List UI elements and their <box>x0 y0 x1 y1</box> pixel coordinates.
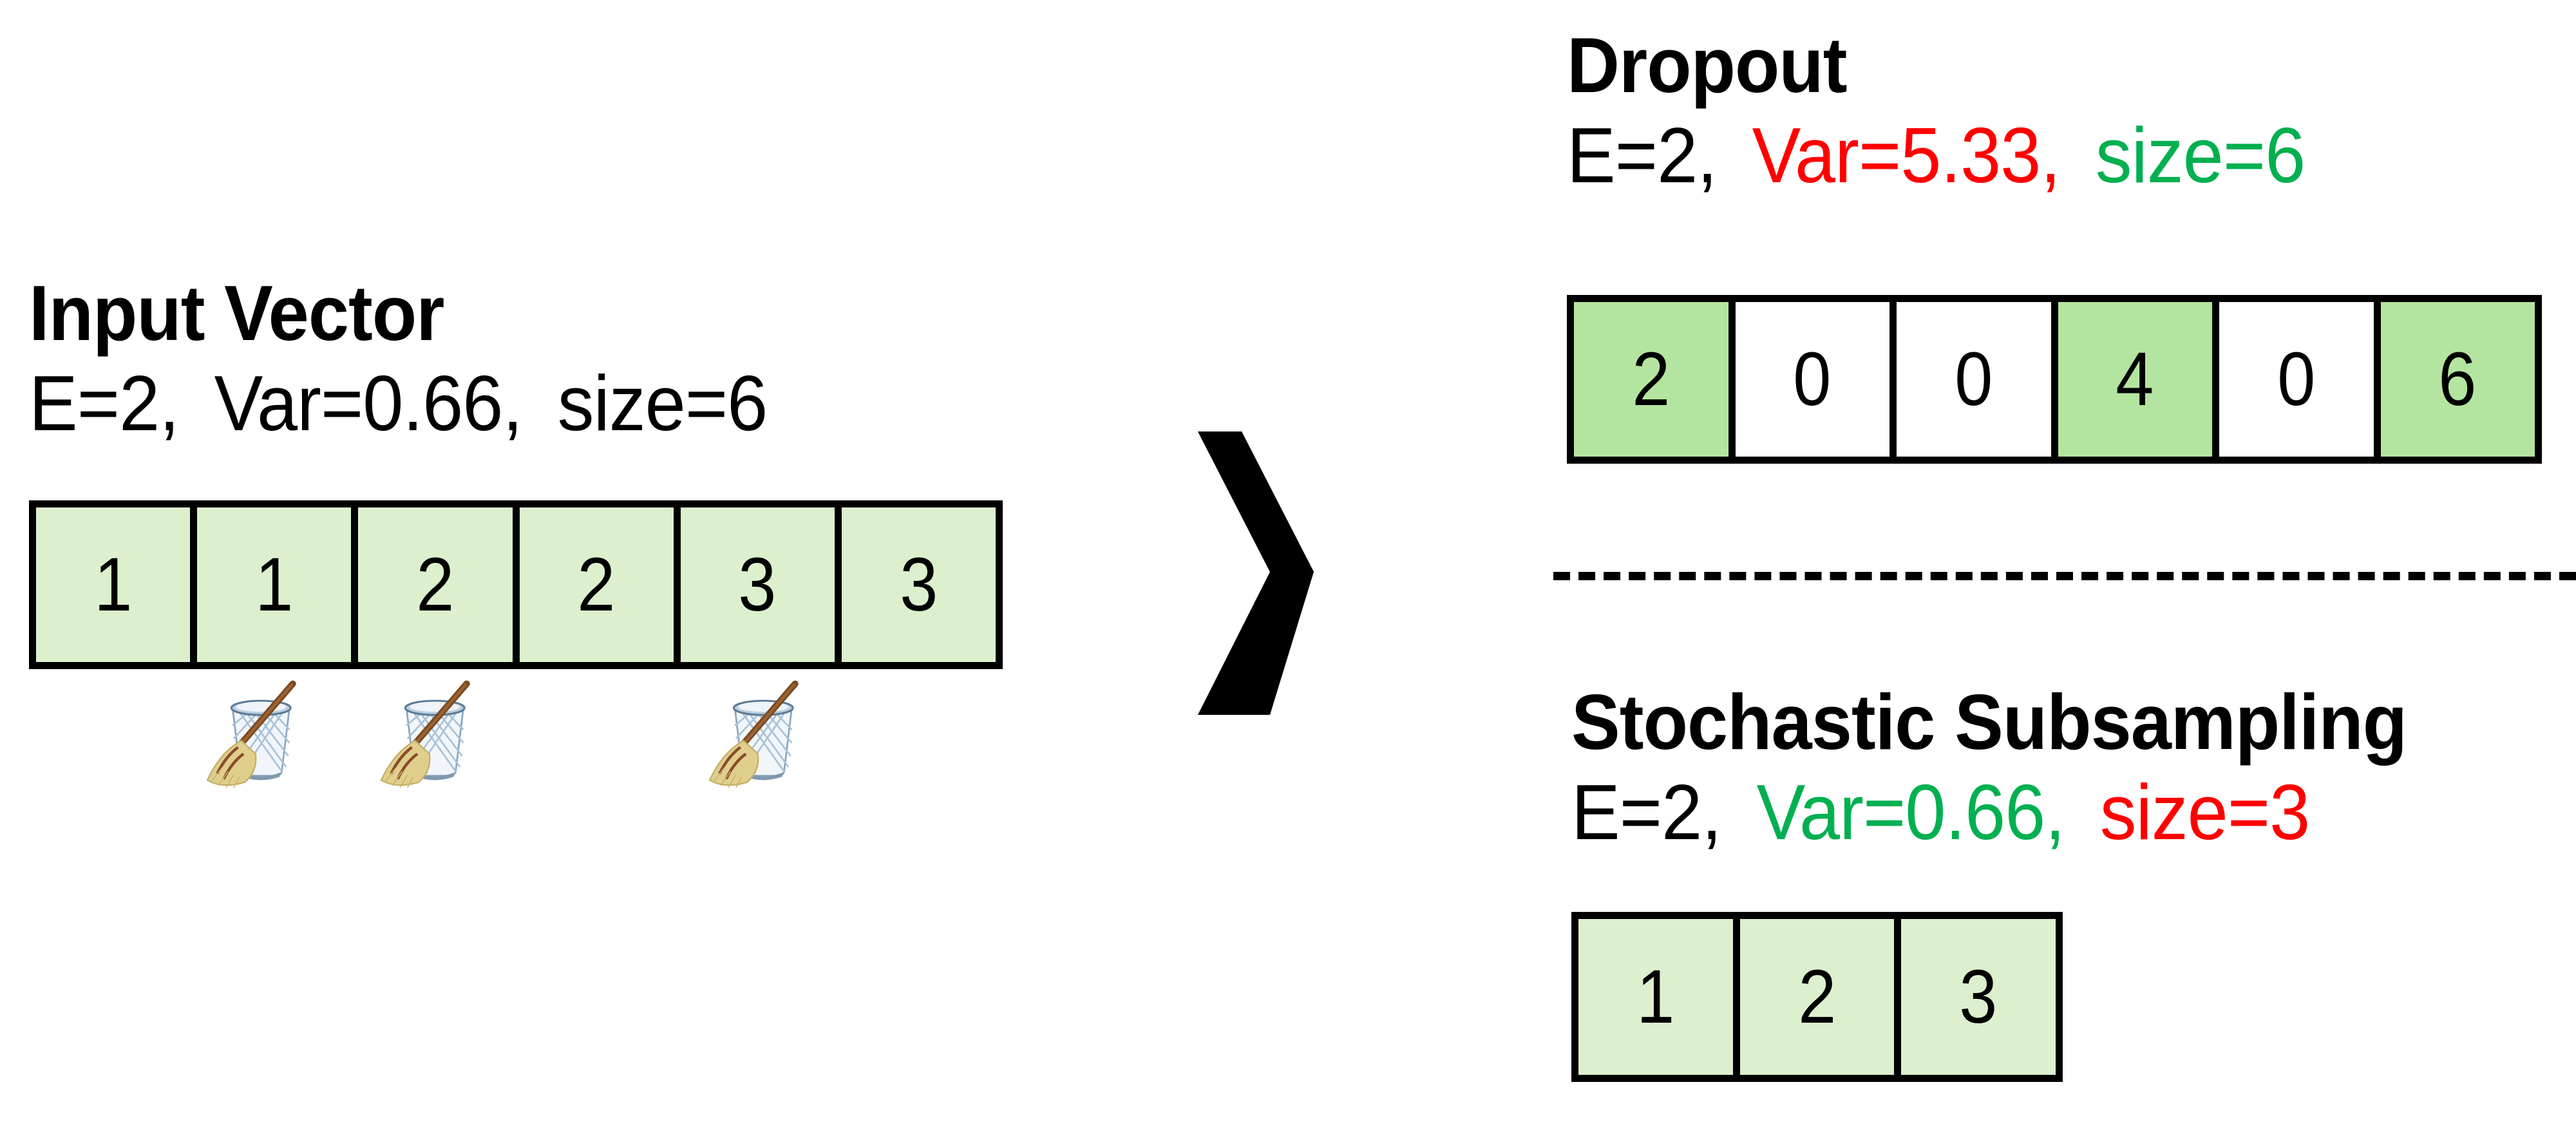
section-divider <box>1553 572 2576 580</box>
broom-wastebasket-icon <box>196 679 306 789</box>
input-size-value: size=6 <box>557 359 768 447</box>
subsampling-cell-value: 2 <box>1797 954 1837 1039</box>
input-cell-0: 1 <box>36 507 191 662</box>
input-cell-value: 2 <box>416 542 455 627</box>
broom-wastebasket-icon <box>370 679 480 789</box>
dropout-variance-value: Var=5.33, <box>1752 111 2061 199</box>
dropout-stats: E=2, Var=5.33, size=6 <box>1567 116 2321 194</box>
dropout-vector-row: 2 0 0 4 0 6 <box>1567 295 2542 464</box>
dropout-cell-1: 0 <box>1735 302 1889 457</box>
dropout-cell-value: 4 <box>2116 337 2154 422</box>
subsampling-vector-row: 1 2 3 <box>1571 912 2063 1082</box>
subsampling-variance-value: Var=0.66, <box>1756 768 2065 856</box>
input-cell-value: 1 <box>94 542 133 627</box>
dropout-cell-value: 6 <box>2438 337 2477 422</box>
subsampling-cell-value: 1 <box>1636 954 1675 1039</box>
subsampling-expectation-value: E=2, <box>1571 768 1722 856</box>
subsampling-cell-2: 3 <box>1901 919 2056 1075</box>
input-cell-5: 3 <box>841 507 996 662</box>
input-cell-value: 3 <box>738 542 777 627</box>
subsampling-cell-1: 2 <box>1739 919 1895 1075</box>
subsampling-size-value: size=3 <box>2099 768 2310 856</box>
subsampling-title: Stochastic Subsampling <box>1571 678 2407 766</box>
input-variance-value: Var=0.66, <box>214 359 523 447</box>
input-cell-value: 1 <box>255 542 294 627</box>
dropout-expectation-value: E=2, <box>1567 111 1718 199</box>
subsampling-cell-0: 1 <box>1578 919 1733 1075</box>
input-cell-4: 3 <box>680 507 835 662</box>
dropout-cell-2: 0 <box>1897 302 2051 457</box>
input-cell-value: 2 <box>577 542 616 627</box>
dropout-cell-3: 4 <box>2058 302 2212 457</box>
input-cell-2: 2 <box>358 507 513 662</box>
dropout-cell-value: 0 <box>1793 337 1832 422</box>
subsampling-cell-value: 3 <box>1959 954 1998 1039</box>
input-cell-1: 1 <box>197 507 352 662</box>
input-cell-value: 3 <box>899 542 938 627</box>
dropout-cell-0: 2 <box>1574 302 1728 457</box>
dropout-size-value: size=6 <box>2095 111 2306 199</box>
input-vector-stats: E=2, Var=0.66, size=6 <box>29 364 783 442</box>
dropout-cell-value: 2 <box>1632 337 1671 422</box>
input-vector-row: 1 1 2 2 3 3 <box>29 500 1003 669</box>
subsampling-stats: E=2, Var=0.66, size=3 <box>1571 773 2325 851</box>
input-vector-title: Input Vector <box>29 269 444 357</box>
dropout-cell-value: 0 <box>1955 337 1993 422</box>
dropout-cell-5: 6 <box>2380 302 2535 457</box>
input-expectation-value: E=2, <box>29 359 180 447</box>
dropout-cell-value: 0 <box>2277 337 2316 422</box>
dropout-title: Dropout <box>1567 21 1848 109</box>
broom-wastebasket-icon <box>699 679 808 789</box>
dropout-cell-4: 0 <box>2219 302 2374 457</box>
input-cell-3: 2 <box>519 507 674 662</box>
chevron-right-arrow <box>1198 431 1314 718</box>
